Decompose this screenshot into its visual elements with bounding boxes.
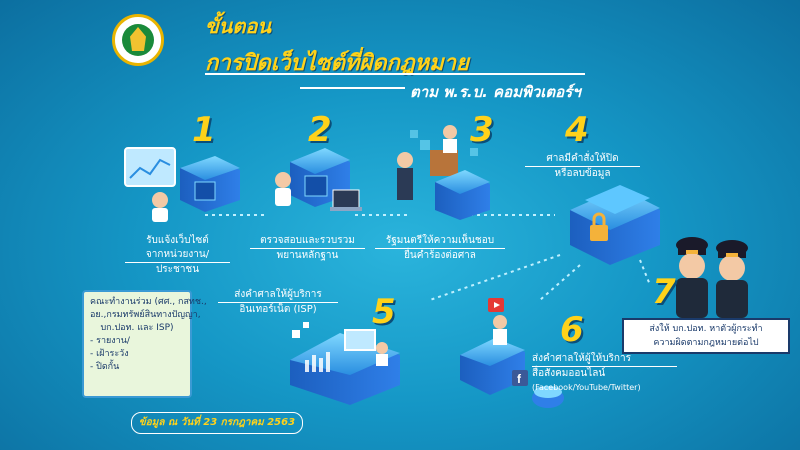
step6-scene: f [460, 298, 564, 408]
flow-4-7 [639, 259, 651, 286]
step-6-number: 6 [560, 310, 584, 350]
step-5-label-line-1: ส่งคำศาลให้ผู้บริการ [234, 289, 322, 300]
task-force-line-2: อย.,กรมทรัพย์สินทางปัญญา, [90, 310, 201, 320]
task-force-line-3: บก.ปอท. และ ISP) [100, 323, 174, 333]
step-5-label-line-2: อินเทอร์เน็ต (ISP) [239, 304, 317, 315]
step-7-number: 7 [652, 272, 676, 312]
svg-text:f: f [517, 372, 522, 386]
step-2-number: 2 [308, 110, 332, 150]
step-3-label-line-1: รัฐมนตรีให้ความเห็นชอบ [385, 235, 495, 246]
step-1-underline [125, 262, 230, 263]
step-1-label-line-3: ประชาชน [155, 264, 200, 275]
emblem-logo [112, 14, 164, 66]
step-5-label: ส่งคำศาลให้ผู้บริการ อินเทอร์เน็ต (ISP) [218, 288, 338, 317]
step4-scene [570, 185, 660, 265]
task-force-item-monitor: - เฝ้าระวัง [90, 349, 129, 359]
step-4-underline [525, 166, 640, 167]
step-1-label-line-1: รับแจ้งเว็บไซต์ [146, 235, 209, 246]
step-4-number: 4 [565, 110, 589, 150]
step-2-label-line-2: พยานหลักฐาน [276, 250, 339, 261]
step-7-label-line-1: ส่งให้ บก.ปอท. หาตัวผู้กระทำ [649, 324, 763, 334]
step-3-underline [375, 248, 505, 249]
step-1-label-line-2: จากหน่วยงาน/ [145, 249, 210, 260]
step-2-label-line-1: ตรวจสอบและรวบรวม [260, 235, 355, 246]
flow-4-5 [429, 254, 561, 301]
step-5-number: 5 [372, 292, 396, 332]
step3-scene [397, 125, 490, 220]
title-line-1: ขั้นตอน [205, 14, 272, 38]
task-force-item-block: - ปิดกั้น [90, 362, 120, 372]
step-6-label: ส่งคำศาลให้ผู้ให้บริการ สื่อสังคมออนไลน์… [532, 352, 677, 395]
step-6-underline [532, 366, 677, 367]
flow-4-6 [539, 264, 581, 301]
step-2-underline [250, 248, 365, 249]
step2-scene [275, 148, 362, 211]
step-6-label-line-2: สื่อสังคมออนไลน์ [532, 368, 606, 379]
title-line-3: ตาม พ.ร.บ. คอมพิวเตอร์ฯ [410, 83, 581, 101]
step7-police-officers [676, 237, 748, 318]
step-3-number: 3 [470, 110, 494, 150]
task-force-line-1: คณะทำงานร่วม (ศศ., กสทช., [90, 297, 207, 307]
step-3-label-line-2: ยื่นคำร้องต่อศาล [404, 250, 476, 261]
task-force-item-report: - รายงาน/ [90, 336, 130, 346]
step-7-label-box: ส่งให้ บก.ปอท. หาตัวผู้กระทำ ความผิดตามก… [622, 318, 790, 354]
title-underline-2 [300, 87, 405, 89]
emblem-ship-icon [130, 27, 146, 51]
step-2-label: ตรวจสอบและรวบรวม พยานหลักฐาน [250, 234, 365, 263]
title-line-2: การปิดเว็บไซต์ที่ผิดกฎหมาย [205, 51, 469, 76]
step-4-label: ศาลมีคำสั่งให้ปิด หรือลบข้อมูล [525, 152, 640, 181]
step5-scene [290, 322, 400, 405]
title-underline [205, 73, 585, 75]
step-1-number: 1 [192, 110, 216, 150]
task-force-box: คณะทำงานร่วม (ศศ., กสทช., อย.,กรมทรัพย์ส… [82, 290, 207, 398]
step-4-label-line-2: หรือลบข้อมูล [554, 168, 611, 179]
step-3-label: รัฐมนตรีให้ความเห็นชอบ ยื่นคำร้องต่อศาล [375, 234, 505, 263]
step-6-label-line-1: ส่งคำศาลให้ผู้ให้บริการ [532, 353, 631, 364]
step-5-underline [218, 302, 338, 303]
step-1-label: รับแจ้งเว็บไซต์ จากหน่วยงาน/ ประชาชน [125, 234, 230, 277]
flow-lines [205, 214, 651, 301]
step1-scene [124, 147, 240, 222]
step-6-label-line-3: (Facebook/YouTube/Twitter) [532, 383, 641, 392]
step-7-label-line-2: ความผิดตามกฎหมายต่อไป [653, 338, 759, 348]
date-note: ข้อมูล ณ วันที่ 23 กรกฎาคม 2563 [131, 412, 303, 434]
step-4-label-line-1: ศาลมีคำสั่งให้ปิด [546, 153, 619, 164]
